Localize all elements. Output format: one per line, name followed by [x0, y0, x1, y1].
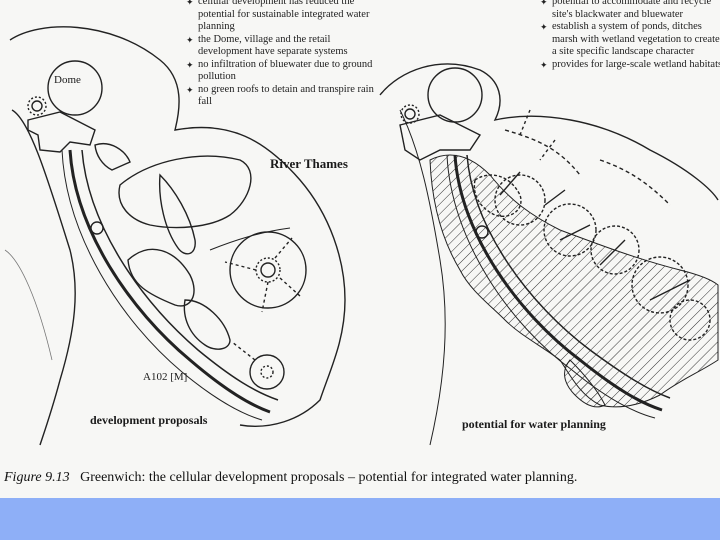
right-notes-list: ✦potential to accommodate and recycle si…	[540, 0, 720, 71]
river-thames-label: River Thames	[270, 156, 348, 171]
right-note-item: ✦establish a system of ponds, ditches ma…	[540, 21, 720, 57]
right-panel-drawing	[379, 63, 719, 446]
right-note-item: ✦potential to accommodate and recycle si…	[540, 0, 720, 21]
right-pond-2	[494, 174, 546, 226]
diamond-bullet-icon: ✦	[186, 59, 194, 70]
left-note-item: ✦cellular development has reduced the po…	[186, 0, 386, 34]
figure-caption-text: Greenwich: the cellular development prop…	[80, 470, 578, 485]
left-treatment-centre-2	[249, 354, 285, 390]
figure-caption: Figure 9.13 Greenwich: the cellular deve…	[4, 470, 577, 486]
left-cell-1	[94, 143, 131, 171]
left-treatment-centre-1	[229, 231, 307, 309]
left-cell-4	[183, 299, 231, 350]
left-main-road	[68, 149, 271, 414]
right-main-road	[453, 154, 663, 412]
wetland-hatched-area	[429, 154, 719, 408]
diamond-bullet-icon: ✦	[186, 34, 194, 45]
left-cell-2	[118, 155, 252, 229]
right-pond-4	[590, 225, 640, 275]
diamond-bullet-icon: ✦	[540, 59, 548, 70]
diamond-bullet-icon: ✦	[540, 0, 548, 7]
left-panel-caption: development proposals	[90, 413, 208, 427]
left-note-item: ✦no infiltration of bluewater due to gro…	[186, 58, 373, 83]
dome-circle	[47, 60, 103, 116]
left-river-bank	[11, 109, 76, 446]
diamond-bullet-icon: ✦	[186, 0, 194, 7]
road-label: A102 [M]	[143, 371, 188, 383]
left-cell-5	[158, 173, 196, 255]
right-pond-1	[473, 174, 522, 217]
right-panel-caption: potential for water planning	[462, 417, 606, 431]
right-peninsula-outline	[379, 63, 719, 201]
footer-bar	[0, 498, 720, 540]
left-panel-drawing	[4, 26, 346, 446]
diamond-bullet-icon: ✦	[540, 22, 548, 32]
dome-label: Dome	[54, 74, 81, 86]
right-note-item: ✦provides for large-scale wetland habita…	[540, 58, 720, 70]
left-peninsula-outline	[9, 26, 346, 427]
diamond-bullet-icon: ✦	[186, 84, 194, 95]
left-notes-list: ✦cellular development has reduced the po…	[186, 0, 386, 109]
left-note-item: ✦the Dome, village and the retail develo…	[186, 33, 348, 58]
left-note-item: ✦no green roofs to detain and transpire …	[186, 83, 374, 108]
figure-scan: ✦cellular development has reduced the po…	[4, 0, 720, 486]
left-cell-3	[127, 248, 195, 307]
greenwich-site-diagram	[4, 26, 719, 446]
left-building-outline	[27, 111, 96, 153]
figure-number: Figure 9.13	[4, 470, 70, 485]
right-dome-circle	[427, 67, 483, 123]
right-pond-5	[631, 256, 689, 314]
right-pond-6	[669, 299, 711, 341]
right-pond-3	[543, 203, 597, 257]
